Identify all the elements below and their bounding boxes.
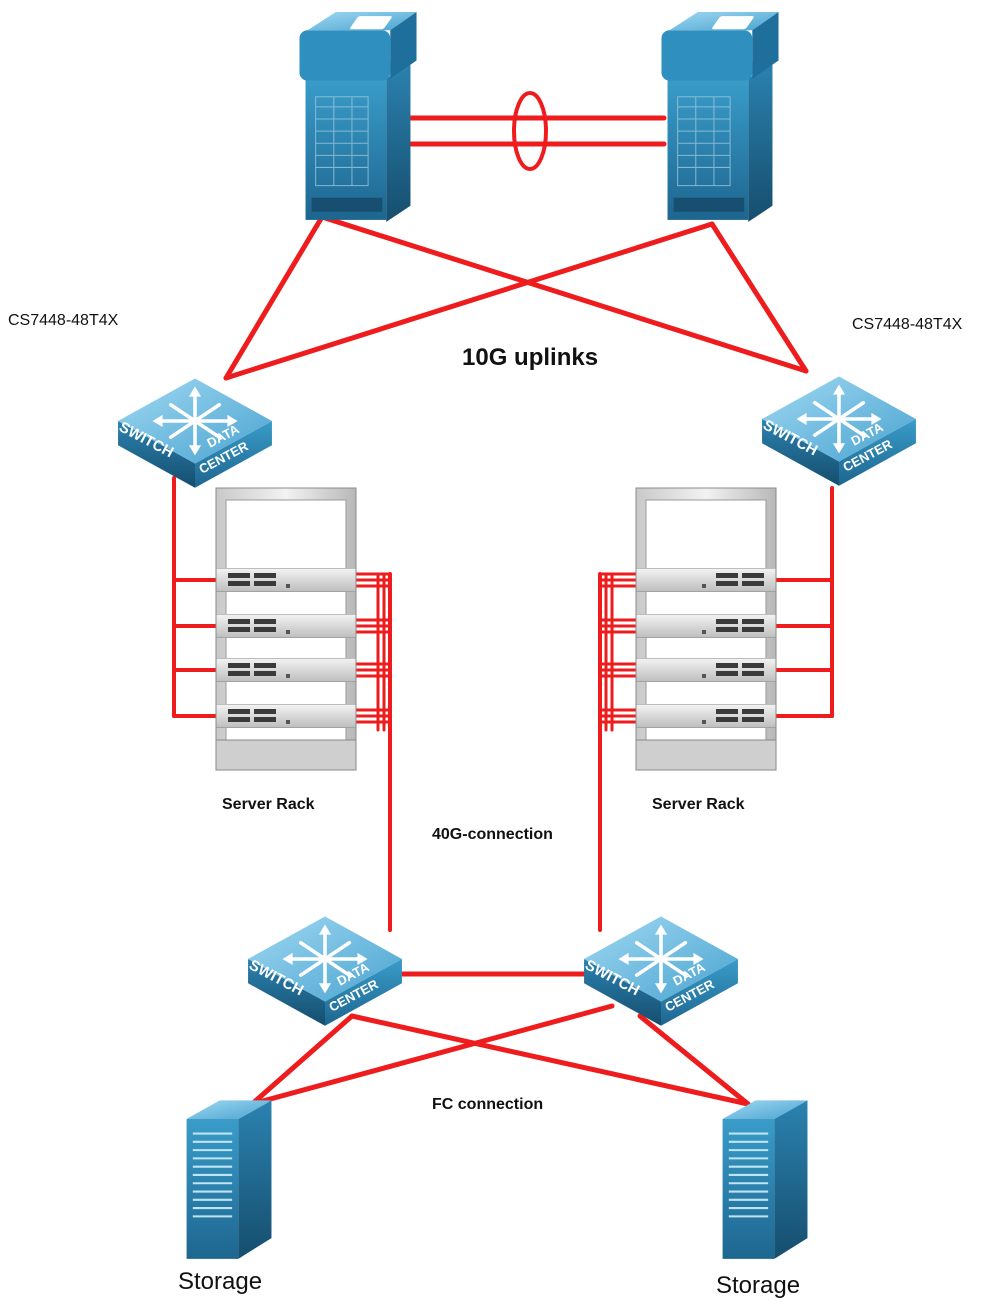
server-unit: [636, 568, 776, 592]
storage-icon: [721, 1099, 809, 1260]
fc-right-switch-to-right-storage: [637, 1013, 751, 1107]
storage-icon: [185, 1099, 273, 1260]
storage-label-right: Storage: [716, 1272, 801, 1299]
server-unit: [216, 704, 356, 728]
left-server-links: [172, 476, 224, 718]
server-unit: [636, 704, 776, 728]
model-label-right: CS7448-48T4X: [852, 316, 963, 333]
uplinks-label: 10G uplinks: [462, 344, 599, 371]
model-label-left: CS7448-48T4X: [8, 312, 119, 329]
rack-label-right: Server Rack: [652, 796, 745, 813]
right-server-links: [770, 486, 834, 718]
rack-label-left: Server Rack: [222, 796, 315, 813]
fc-left-switch-to-left-storage: [249, 1013, 355, 1107]
server-unit: [636, 614, 776, 638]
fc-connection-label: FC connection: [432, 1096, 544, 1113]
left-40g-links: [350, 572, 392, 932]
access-switch-left: SWITCH DATA CENTER: [116, 376, 274, 490]
uplink-core-right-to-access-right: [709, 221, 809, 374]
server-unit: [216, 658, 356, 682]
links: [172, 91, 834, 1107]
server-unit: [216, 614, 356, 638]
link-aggregation-ring: [512, 91, 548, 171]
server-rack-left: [215, 487, 357, 771]
uplink-core-left-to-access-left: [223, 214, 325, 381]
server-unit: [636, 658, 776, 682]
right-40g-links: [598, 572, 640, 932]
san-switch-left: SWITCH DATA CENTER: [246, 914, 404, 1028]
uplink-core-left-to-access-right: [319, 214, 809, 374]
fc-right-switch-to-left-storage: [249, 1003, 615, 1107]
core-switch-icon: [298, 11, 418, 223]
access-switch-right: SWITCH DATA CENTER: [760, 374, 918, 488]
core-switch-icon: [660, 11, 780, 223]
server-rack-right: [635, 487, 777, 771]
server-unit: [216, 568, 356, 592]
40g-connection-label: 40G-connection: [432, 826, 553, 843]
storage-label-left: Storage: [178, 1268, 263, 1295]
fc-left-switch-to-right-storage: [349, 1013, 751, 1107]
uplink-core-right-to-access-left: [223, 221, 715, 381]
